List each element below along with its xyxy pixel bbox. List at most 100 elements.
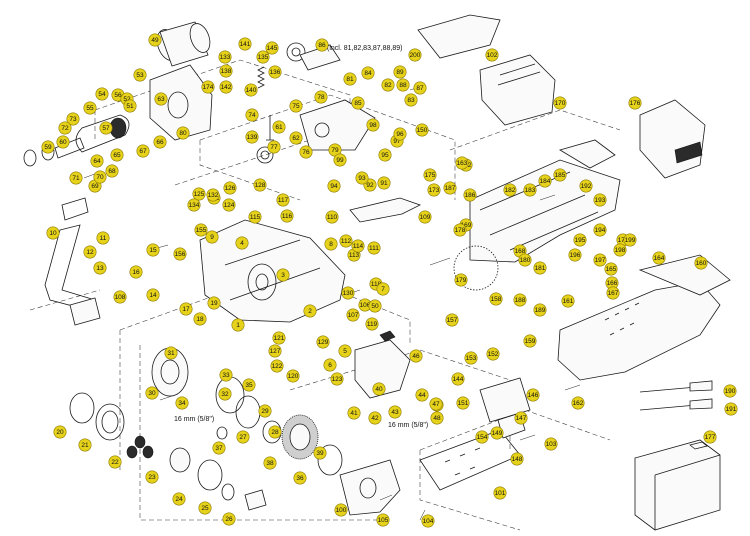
callout-badge bbox=[218, 387, 232, 401]
callout-number: 96 bbox=[396, 131, 404, 138]
callout-badge bbox=[694, 256, 708, 270]
drive-belt-part bbox=[75, 114, 130, 153]
callout-6: 6 bbox=[323, 358, 337, 372]
motor-housing-part bbox=[479, 54, 556, 126]
callout-number: 93 bbox=[358, 175, 366, 182]
callout-badge bbox=[148, 33, 162, 47]
callout-badge bbox=[253, 178, 267, 192]
callout-number: 16 bbox=[132, 269, 140, 276]
callout-184: 184 bbox=[538, 174, 552, 188]
callout-number: 127 bbox=[270, 348, 281, 355]
callout-number: 121 bbox=[274, 335, 285, 342]
callout-77: 77 bbox=[267, 140, 281, 154]
callout-number: 112 bbox=[341, 238, 352, 245]
callout-67: 67 bbox=[136, 144, 150, 158]
callout-number: 26 bbox=[225, 516, 233, 523]
callout-badge bbox=[175, 396, 189, 410]
callout-badge bbox=[192, 187, 206, 201]
callout-182: 182 bbox=[503, 183, 517, 197]
callout-number: 36 bbox=[296, 475, 304, 482]
callout-number: 82 bbox=[384, 82, 392, 89]
bracket-part bbox=[479, 377, 531, 423]
callout-108: 108 bbox=[113, 290, 127, 304]
callout-number: 79 bbox=[331, 147, 339, 154]
callout-badge bbox=[198, 501, 212, 515]
callout-159: 159 bbox=[523, 334, 537, 348]
callout-badge bbox=[513, 293, 527, 307]
callout-number: 84 bbox=[364, 70, 372, 77]
callout-188: 188 bbox=[513, 293, 527, 307]
callout-82: 82 bbox=[381, 78, 395, 92]
callout-138: 138 bbox=[219, 64, 233, 78]
callout-badge bbox=[314, 90, 328, 104]
callout-number: 38 bbox=[266, 460, 274, 467]
callout-81: 81 bbox=[343, 72, 357, 86]
callout-badge bbox=[270, 359, 284, 373]
callout-91: 91 bbox=[377, 176, 391, 190]
callout-badge bbox=[223, 181, 237, 195]
callout-160: 160 bbox=[694, 256, 708, 270]
callout-28: 28 bbox=[268, 425, 282, 439]
callout-number: 168 bbox=[515, 248, 526, 255]
callout-badge bbox=[489, 292, 503, 306]
callout-21: 21 bbox=[78, 438, 92, 452]
callout-badge bbox=[173, 247, 187, 261]
callout-75: 75 bbox=[289, 99, 303, 113]
callout-number: 33 bbox=[222, 372, 230, 379]
callout-32: 32 bbox=[218, 387, 232, 401]
feed-wheel-part bbox=[281, 414, 319, 460]
callout-20: 20 bbox=[53, 425, 67, 439]
callout-195: 195 bbox=[573, 233, 587, 247]
callout-badge bbox=[219, 64, 233, 78]
callout-95: 95 bbox=[378, 148, 392, 162]
callout-number: 124 bbox=[224, 202, 235, 209]
callout-number: 47 bbox=[432, 401, 440, 408]
callout-badge bbox=[231, 318, 245, 332]
callout-number: 74 bbox=[248, 112, 256, 119]
callout-number: 135 bbox=[258, 54, 269, 61]
callout-140: 140 bbox=[244, 83, 258, 97]
callout-number: 141 bbox=[240, 41, 251, 48]
callout-number: 126 bbox=[225, 185, 236, 192]
callout-badge bbox=[272, 331, 286, 345]
callout-number: 111 bbox=[369, 245, 379, 252]
callout-number: 55 bbox=[86, 105, 94, 112]
callout-badge bbox=[579, 179, 593, 193]
callout-badge bbox=[445, 313, 459, 327]
callout-number: 35 bbox=[245, 382, 253, 389]
callout-164: 164 bbox=[652, 251, 666, 265]
callout-badge bbox=[453, 223, 467, 237]
callout-badge bbox=[276, 193, 290, 207]
callout-13: 13 bbox=[93, 261, 107, 275]
callout-number: 132 bbox=[208, 192, 219, 199]
callout-12: 12 bbox=[83, 245, 97, 259]
callout-badge bbox=[338, 344, 352, 358]
callout-badge bbox=[212, 441, 226, 455]
callout-29: 29 bbox=[258, 404, 272, 418]
callout-7: 7 bbox=[376, 282, 390, 296]
callout-badge bbox=[136, 144, 150, 158]
callout-number: 88 bbox=[399, 82, 407, 89]
handle-lever-part bbox=[349, 197, 422, 223]
callout-badge bbox=[245, 108, 259, 122]
callout-19: 19 bbox=[207, 296, 221, 310]
callout-badge bbox=[454, 273, 468, 287]
callout-number: 24 bbox=[175, 496, 183, 503]
callout-badge bbox=[423, 168, 437, 182]
callout-badge bbox=[299, 145, 313, 159]
callout-number: 37 bbox=[215, 445, 223, 452]
callout-177: 177 bbox=[703, 430, 717, 444]
callout-number: 68 bbox=[108, 168, 116, 175]
callout-badge bbox=[145, 386, 159, 400]
callout-number: 107 bbox=[348, 312, 359, 319]
callout-number: 171 bbox=[618, 237, 629, 244]
callout-number: 52 bbox=[123, 96, 131, 103]
callout-199: 199 bbox=[623, 233, 637, 247]
callout-number: 60 bbox=[59, 139, 67, 146]
callout-number: 59 bbox=[44, 144, 52, 151]
callout-badge bbox=[286, 369, 300, 383]
callout-badge bbox=[351, 239, 365, 253]
callout-123: 123 bbox=[330, 372, 344, 386]
callout-number: 163 bbox=[457, 160, 468, 167]
callout-number: 110 bbox=[327, 214, 338, 221]
